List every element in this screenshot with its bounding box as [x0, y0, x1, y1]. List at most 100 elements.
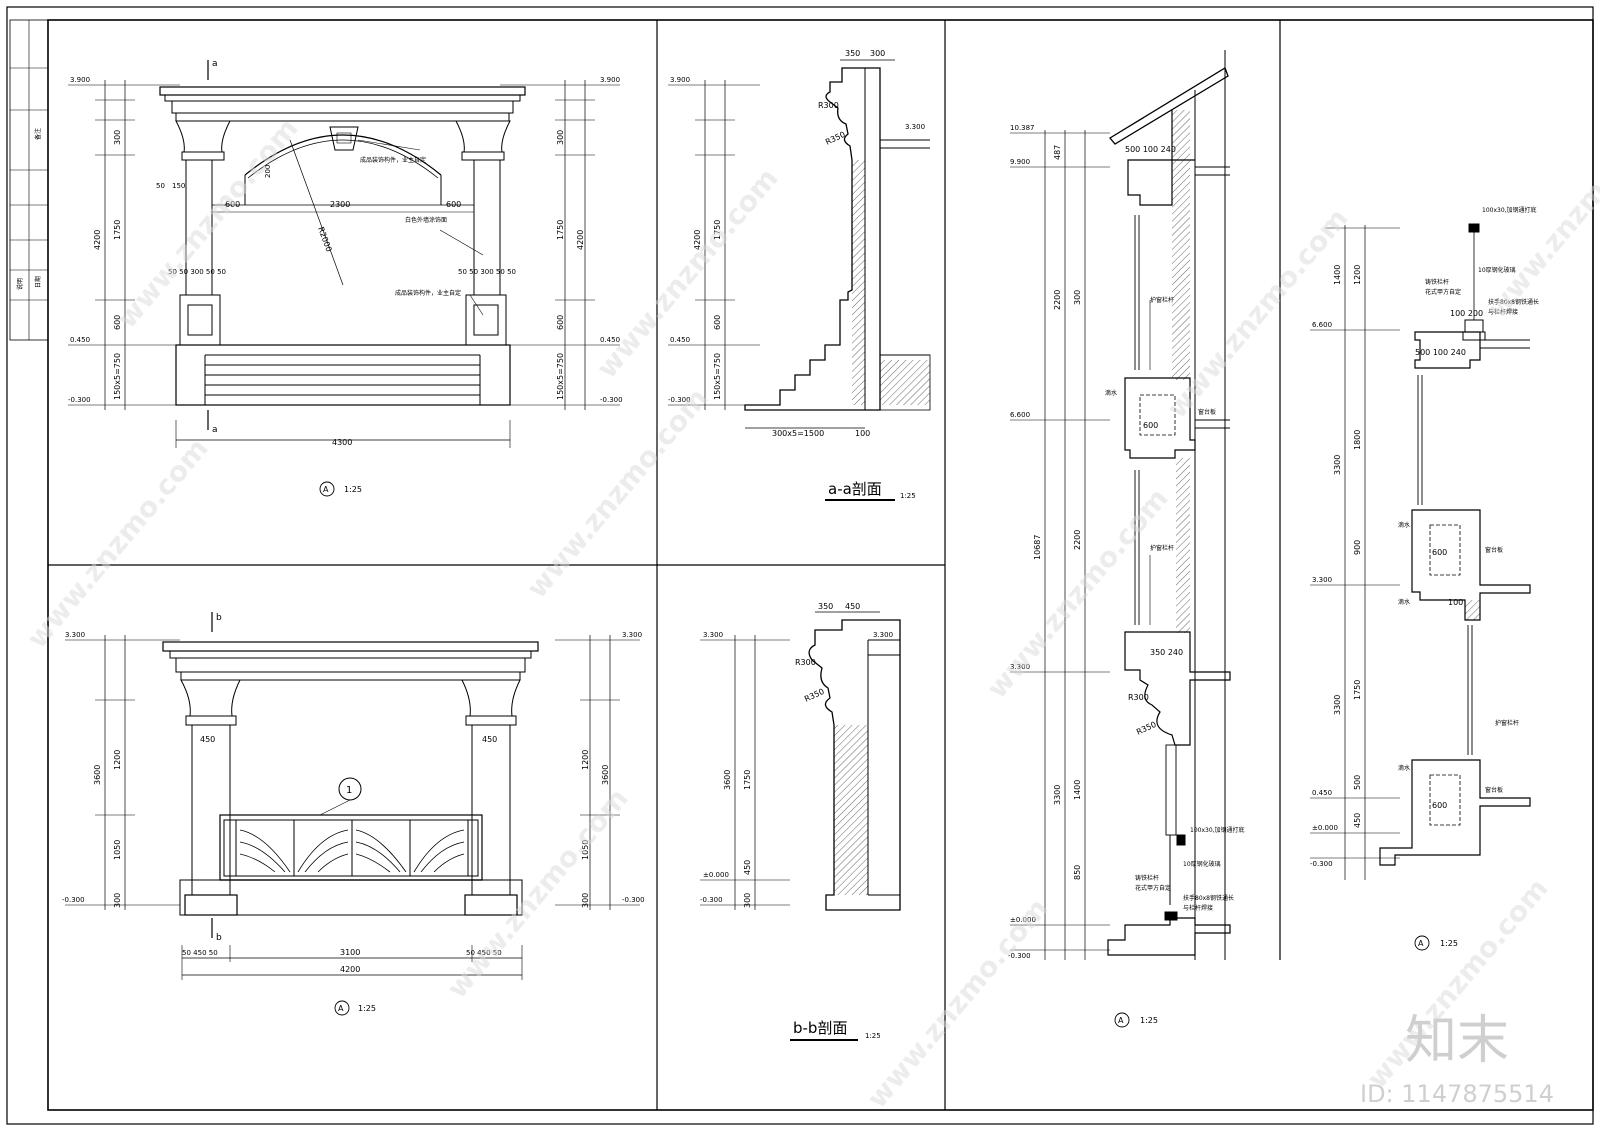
elev-a-dim-600-left: 600 — [225, 200, 240, 209]
elev-b-vdim-1050-right: 1050 — [581, 840, 590, 860]
wall2-vdim-1400: 1400 — [1333, 265, 1342, 285]
watermark-text-7: www.znzmo.com — [980, 482, 1174, 705]
wall2-box-dim-1: 600 — [1432, 548, 1447, 557]
wall1-level-5: ±0.000 — [1010, 916, 1036, 924]
elev-a-scale: 1:25 — [344, 485, 362, 494]
wall2-parapet-dims: 100 200 — [1450, 309, 1483, 318]
elev-b-railing-tag: 1 — [346, 785, 352, 796]
sec-bb-radius-300: R300 — [795, 658, 816, 667]
elev-b-bottom-dims-left: 50 450 50 — [182, 949, 218, 957]
watermark-text-1: www.znzmo.com — [110, 112, 304, 335]
elev-a-vdim-600-left: 600 — [113, 315, 122, 330]
elev-a-vdim-4200-left: 4200 — [93, 230, 102, 250]
wall2-vdim-1200: 1200 — [1353, 265, 1362, 285]
wall1-vdim-3300-a: 2200 — [1053, 290, 1062, 310]
sec-aa-top-dim-350: 350 — [845, 49, 860, 58]
elev-a-vdim-300-left: 300 — [113, 130, 122, 145]
label-bubble-b — [334, 1000, 350, 1016]
front-elevation-b — [65, 612, 640, 1016]
sec-bb-title: b-b剖面 — [793, 1019, 847, 1037]
sec-bb-level-bottom: -0.300 — [700, 896, 723, 904]
sec-bb-level-mid: ±0.000 — [703, 871, 729, 879]
elev-a-vdim-4200-right: 4200 — [576, 230, 585, 250]
sec-aa-level-bottom: -0.300 — [668, 396, 691, 404]
sec-aa-level-right: 3.300 — [905, 123, 925, 131]
wall1-level-3: 6.600 — [1010, 411, 1030, 419]
sec-aa-level-top: 3.900 — [670, 76, 690, 84]
elev-b-col-dim-450-left: 450 — [200, 735, 215, 744]
brand-logo: 知末 — [1405, 1011, 1509, 1071]
watermark-text-5: www.znzmo.com — [520, 382, 714, 605]
sec-bb-level-top: 3.300 — [703, 631, 723, 639]
front-elevation-a-text: 3.900 3.900 0.450 0.450 -0.300 -0.300 42… — [68, 59, 623, 494]
elev-b-section-mark-top: b — [216, 613, 222, 623]
wall2-note-10: 滴水 — [1398, 764, 1410, 772]
wall2-vdim-1800: 1800 — [1353, 430, 1362, 450]
wall-section-1-text: 10.387 9.900 6.600 3.300 ±0.000 -0.300 1… — [1008, 124, 1245, 1025]
sec-bb-top-dim-350: 350 — [818, 602, 833, 611]
elev-a-section-mark-top: a — [212, 59, 218, 69]
wall-section-1 — [1010, 50, 1231, 1028]
wall2-mid-dim: 100 — [1448, 598, 1463, 607]
wall1-note-5: 10厚钢化玻璃 — [1183, 860, 1221, 868]
sec-bb-vdim-1750: 1750 — [743, 770, 752, 790]
elev-b-level-top-left: 3.300 — [65, 631, 85, 639]
elev-b-scale: 1:25 — [358, 1004, 376, 1013]
wall1-mid-dims: 350 240 — [1150, 648, 1183, 657]
elev-a-stair-dims-left: 50 50 300 50 50 — [168, 268, 226, 276]
elev-a-dim-600-right: 600 — [446, 200, 461, 209]
wall2-vdim-450: 450 — [1353, 813, 1362, 828]
elev-b-vdim-1200-left: 1200 — [113, 750, 122, 770]
wall1-vdim-850: 850 — [1073, 865, 1082, 880]
elev-b-level-bot-right: -0.300 — [622, 896, 645, 904]
elev-a-note-ornament: 成品装饰构件，业主自定 — [360, 156, 426, 164]
title-cell-desc: 说明 — [16, 278, 24, 290]
elev-b-vdim-3600-left: 3600 — [93, 765, 102, 785]
wall1-bubble-letter: A — [1118, 1016, 1124, 1025]
elev-b-col-dim-450-right: 450 — [482, 735, 497, 744]
wall2-note-11: 窗台板 — [1485, 786, 1503, 794]
elev-a-small-dim-200: 200 — [264, 165, 272, 178]
elev-b-vdim-300-right: 300 — [581, 893, 590, 908]
wall2-note-0: 100x30,加钢通打底 — [1482, 206, 1537, 214]
wall1-note-0: 护窗栏杆 — [1150, 296, 1174, 304]
wall2-vdim-900: 900 — [1353, 540, 1362, 555]
sec-aa-vdim-4200: 4200 — [693, 230, 702, 250]
wall2-vdim-3300-a: 3300 — [1333, 455, 1342, 475]
elev-a-vdim-600-right: 600 — [556, 315, 565, 330]
wall1-level-2: 9.900 — [1010, 158, 1030, 166]
sec-bb-vdim-300: 300 — [743, 893, 752, 908]
wall2-note-6: 滴水 — [1398, 521, 1410, 529]
elev-b-bottom-dims-right: 50 450 50 — [466, 949, 502, 957]
elev-a-bottom-level-right: -0.300 — [600, 396, 623, 404]
wall2-vdim-500: 500 — [1353, 775, 1362, 790]
elev-b-vdim-300-left: 300 — [113, 893, 122, 908]
wall1-vdim-1400: 1400 — [1073, 780, 1082, 800]
wall2-level-2: 3.300 — [1312, 576, 1332, 584]
title-block: 备注 日期 说明 — [9, 19, 49, 341]
elev-b-dim-inner: 3100 — [340, 948, 360, 957]
wall1-box-dim: 600 — [1143, 421, 1158, 430]
sec-bb-level-right: 3.300 — [873, 631, 893, 639]
wall2-note-9: 护窗栏杆 — [1495, 719, 1519, 727]
elev-a-dim-2300: 2300 — [330, 200, 350, 209]
wall2-bubble-letter: A — [1418, 939, 1424, 948]
wall-section-2-text: 6.600 3.300 0.450 ±0.000 -0.300 1400 120… — [1310, 206, 1539, 948]
wall2-level-3: 0.450 — [1312, 789, 1332, 797]
wall2-top-dims: 500 100 240 — [1415, 348, 1466, 357]
elev-b-dim-total: 4200 — [340, 965, 360, 974]
watermark-layer: www.znzmo.com www.znzmo.com www.znzmo.co… — [20, 102, 1600, 1115]
elev-b-level-top-right: 3.300 — [622, 631, 642, 639]
wall1-level-top: 10.387 — [1010, 124, 1035, 132]
sec-bb-top-dim-450: 450 — [845, 602, 860, 611]
elev-a-bubble-letter: A — [323, 485, 329, 494]
elev-b-section-mark-bottom: b — [216, 933, 222, 943]
image-id: ID: 1147875514 — [1360, 1080, 1554, 1108]
sec-aa-top-dim-300: 300 — [870, 49, 885, 58]
wall1-vdim-2200-a: 300 — [1073, 290, 1082, 305]
wall2-level-5: -0.300 — [1310, 860, 1333, 868]
wall1-note-6: 铸铁栏杆 — [1135, 874, 1159, 882]
elev-a-dim-total: 4300 — [332, 438, 352, 447]
wall2-note-7: 窗台板 — [1485, 546, 1503, 554]
